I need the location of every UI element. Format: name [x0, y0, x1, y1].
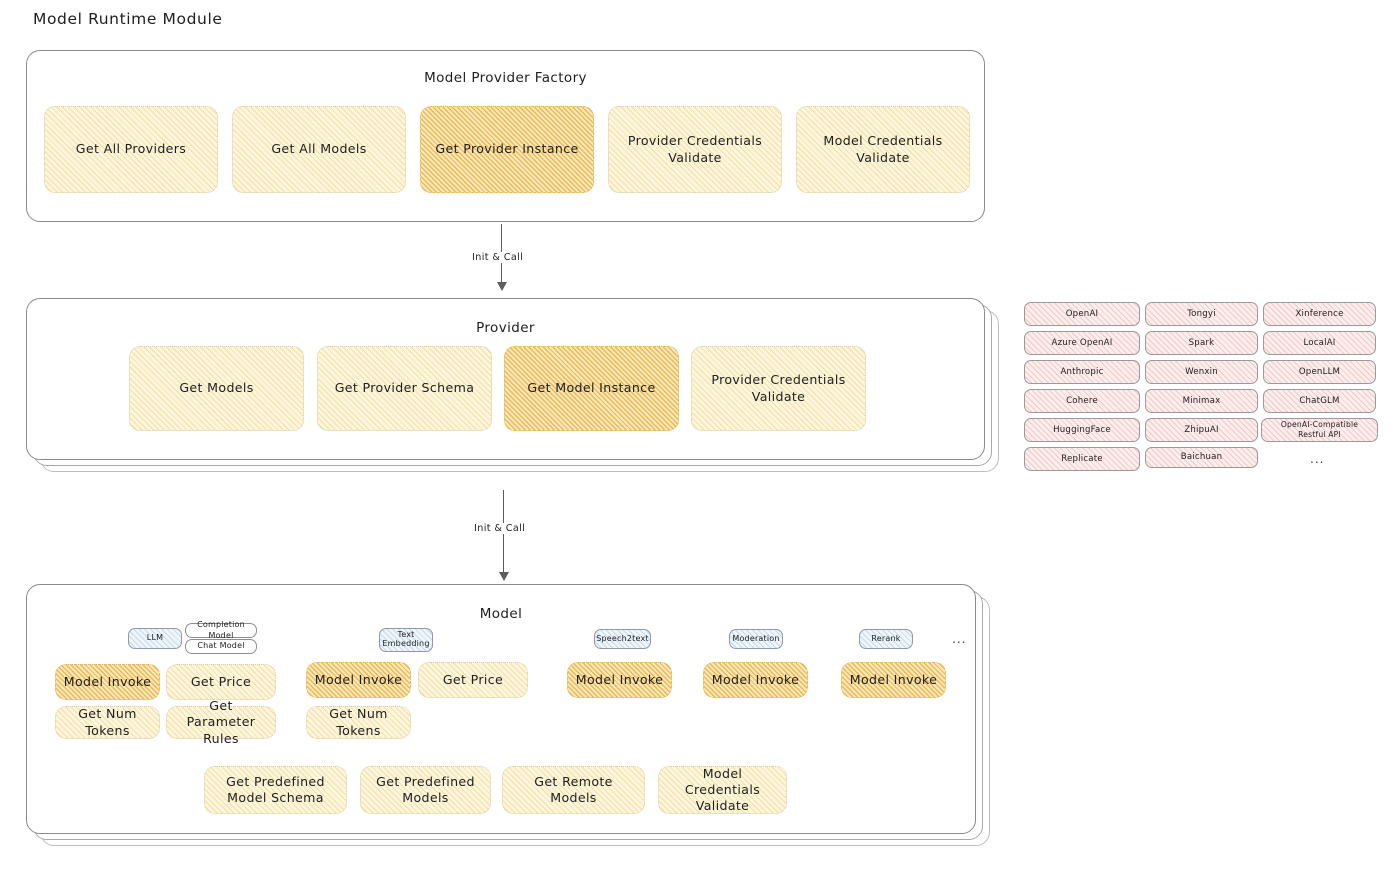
provider-chip-tongyi[interactable]: Tongyi	[1145, 302, 1258, 326]
node-rerank-model-invoke[interactable]: Model Invoke	[841, 662, 946, 698]
node-text-embedding-model-invoke[interactable]: Model Invoke	[306, 662, 411, 698]
node-get-provider-schema[interactable]: Get Provider Schema	[317, 346, 492, 431]
arrow-factory-to-provider-head	[497, 282, 507, 291]
node-provider-credentials-validate[interactable]: Provider Credentials Validate	[608, 106, 782, 193]
provider-list-more: ...	[1310, 452, 1325, 466]
page-title: Model Runtime Module	[33, 10, 223, 28]
node-get-provider-instance[interactable]: Get Provider Instance	[420, 106, 594, 193]
provider-chip-baichuan[interactable]: Baichuan	[1145, 447, 1258, 468]
provider-chip-openllm[interactable]: OpenLLM	[1263, 360, 1376, 384]
arrow-provider-to-model-line	[503, 490, 505, 578]
node-llm-model-invoke[interactable]: Model Invoke	[55, 664, 160, 700]
provider-chip-wenxin[interactable]: Wenxin	[1145, 360, 1258, 384]
node-model-credentials-validate[interactable]: Model Credentials Validate	[796, 106, 970, 193]
provider-chip-zhipuai[interactable]: ZhipuAI	[1145, 418, 1258, 442]
node-get-models[interactable]: Get Models	[129, 346, 304, 431]
node-get-remote-models[interactable]: Get Remote Models	[502, 766, 645, 814]
arrow-provider-to-model-label: Init & Call	[470, 523, 530, 534]
node-text-embedding-get-num-tokens[interactable]: Get Num Tokens	[306, 706, 411, 739]
model-provider-factory-title: Model Provider Factory	[424, 70, 587, 86]
node-llm-get-num-tokens[interactable]: Get Num Tokens	[55, 706, 160, 739]
model-type-text-embedding[interactable]: Text Embedding	[379, 628, 433, 652]
node-provider-credentials-validate-2[interactable]: Provider Credentials Validate	[691, 346, 866, 431]
provider-chip-chatglm[interactable]: ChatGLM	[1263, 389, 1376, 413]
model-type-moderation[interactable]: Moderation	[729, 629, 783, 649]
provider-chip-spark[interactable]: Spark	[1145, 331, 1258, 355]
node-llm-get-parameter-rules[interactable]: Get Parameter Rules	[166, 698, 276, 746]
model-type-speech2text[interactable]: Speech2text	[594, 629, 651, 649]
node-get-predefined-models[interactable]: Get Predefined Models	[360, 766, 491, 814]
node-text-embedding-get-price[interactable]: Get Price	[418, 662, 528, 698]
arrow-factory-to-provider-label: Init & Call	[468, 252, 528, 263]
model-types-more: ...	[952, 632, 967, 646]
provider-chip-localai[interactable]: LocalAI	[1263, 331, 1376, 355]
provider-chip-huggingface[interactable]: HuggingFace	[1024, 418, 1140, 442]
node-model-credentials-validate-2[interactable]: Model Credentials Validate	[658, 766, 787, 814]
node-get-model-instance[interactable]: Get Model Instance	[504, 346, 679, 431]
provider-chip-azure-openai[interactable]: Azure OpenAI	[1024, 331, 1140, 355]
model-type-llm[interactable]: LLM	[128, 628, 182, 649]
node-speech2text-model-invoke[interactable]: Model Invoke	[567, 662, 672, 698]
provider-title: Provider	[476, 320, 535, 336]
provider-chip-anthropic[interactable]: Anthropic	[1024, 360, 1140, 384]
node-get-all-providers[interactable]: Get All Providers	[44, 106, 218, 193]
provider-chip-openai-compatible-restful-api[interactable]: OpenAI-Compatible Restful API	[1261, 418, 1378, 442]
node-llm-get-price[interactable]: Get Price	[166, 664, 276, 700]
provider-chip-cohere[interactable]: Cohere	[1024, 389, 1140, 413]
provider-chip-xinference[interactable]: Xinference	[1263, 302, 1376, 326]
badge-chat-model[interactable]: Chat Model	[185, 639, 257, 654]
model-title: Model	[479, 606, 523, 622]
model-type-rerank[interactable]: Rerank	[859, 629, 913, 649]
arrow-provider-to-model-head	[499, 572, 509, 581]
node-moderation-model-invoke[interactable]: Model Invoke	[703, 662, 808, 698]
provider-chip-replicate[interactable]: Replicate	[1024, 447, 1140, 471]
provider-chip-openai[interactable]: OpenAI	[1024, 302, 1140, 326]
badge-completion-model[interactable]: Completion Model	[185, 620, 257, 640]
node-get-all-models[interactable]: Get All Models	[232, 106, 406, 193]
node-get-predefined-model-schema[interactable]: Get Predefined Model Schema	[204, 766, 347, 814]
provider-chip-minimax[interactable]: Minimax	[1145, 389, 1258, 413]
